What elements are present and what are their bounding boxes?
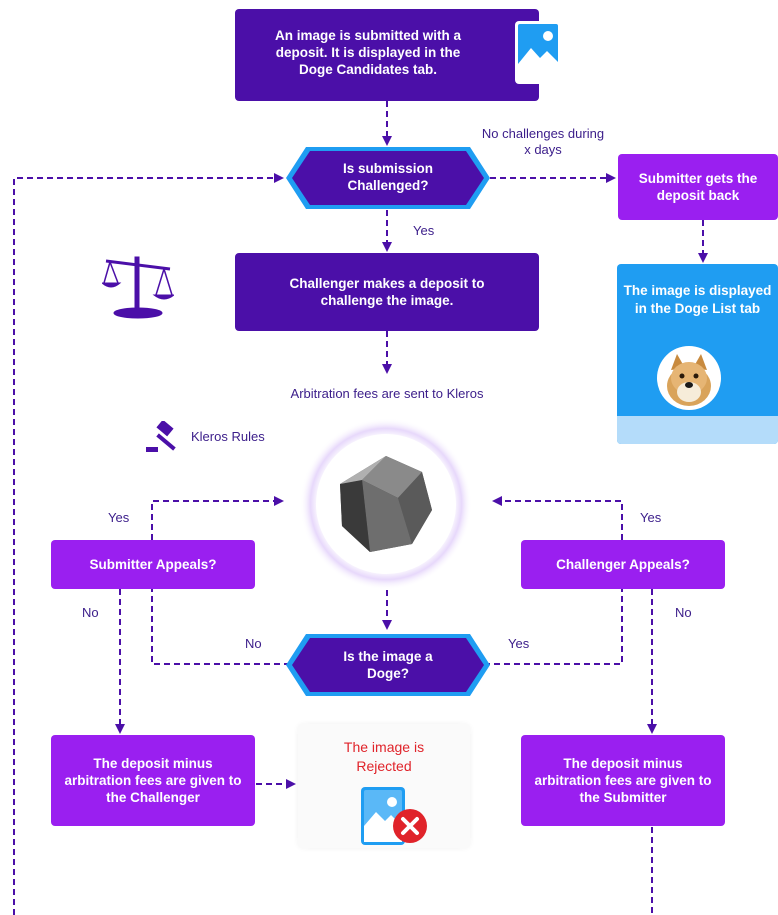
kleros-logo [300, 418, 472, 590]
yes-label-challenged: Yes [413, 223, 435, 238]
challenged-text: Is submission Challenged? [342, 161, 434, 193]
to-challenger-text: The deposit minus arbitration fees are g… [64, 756, 242, 805]
image-rejected-icon [361, 787, 427, 845]
doge-list-text: The image is displayed in the Doge List … [623, 283, 772, 316]
submission-text: An image is submitted with a deposit. It… [274, 28, 462, 77]
challenger-deposit-box: Challenger makes a deposit to challenge … [235, 253, 539, 331]
is-doge-decision [286, 634, 490, 696]
arbitration-fees-label: Arbitration fees are sent to Kleros [290, 386, 484, 401]
to-submitter-text: The deposit minus arbitration fees are g… [534, 756, 712, 805]
doge-list-card: The image is displayed in the Doge List … [617, 264, 778, 444]
to-challenger-box: The deposit minus arbitration fees are g… [51, 735, 255, 826]
scales-icon [102, 256, 174, 319]
kleros-rules-label: Kleros Rules [191, 429, 265, 444]
challenger-appeals-text: Challenger Appeals? [556, 557, 690, 572]
no-label-submitter: No [82, 605, 99, 620]
is-doge-text: Is the image a Doge? [343, 649, 433, 681]
image-icon [515, 21, 561, 84]
challenger-appeals-box: Challenger Appeals? [521, 540, 725, 589]
gavel-icon [146, 421, 176, 452]
yes-label-submitter: Yes [108, 510, 130, 525]
no-challenges-label: No challenges during x days [481, 126, 605, 157]
challenged-decision [286, 147, 490, 209]
no-label-challenger: No [675, 605, 692, 620]
to-submitter-box: The deposit minus arbitration fees are g… [521, 735, 725, 826]
submission-box: An image is submitted with a deposit. It… [235, 9, 561, 101]
doge-photo [657, 346, 721, 410]
submitter-appeals-box: Submitter Appeals? [51, 540, 255, 589]
rejected-text: The image is Rejected [343, 739, 425, 774]
deposit-back-box: Submitter gets the deposit back [618, 154, 778, 220]
no-label-doge: No [245, 636, 262, 651]
deposit-back-text: Submitter gets the deposit back [638, 171, 758, 203]
rejected-card: The image is Rejected [298, 724, 470, 848]
yes-label-doge: Yes [508, 636, 530, 651]
challenger-deposit-text: Challenger makes a deposit to challenge … [289, 276, 485, 308]
submitter-appeals-text: Submitter Appeals? [89, 557, 217, 572]
card-footer [617, 416, 778, 444]
yes-label-challenger: Yes [640, 510, 662, 525]
